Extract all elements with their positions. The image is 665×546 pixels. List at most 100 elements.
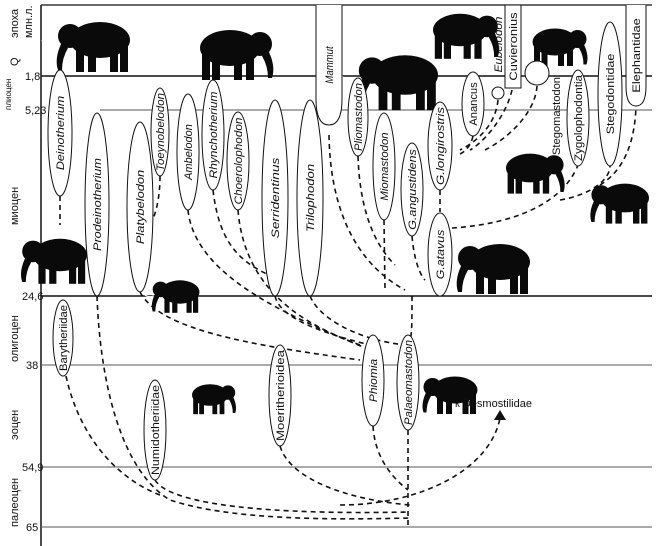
taxon-pliomastodon: Pliomastodon xyxy=(347,77,369,157)
taxon-oval xyxy=(427,212,453,297)
epoch-paleocene: палеоцен xyxy=(9,478,21,527)
taxon-oval xyxy=(126,121,154,293)
moeritherium-silhouette xyxy=(192,384,246,415)
taxon-stegomastodon: Stegomastodon xyxy=(551,77,563,155)
taxon-label: Ambelodon xyxy=(183,124,195,181)
taxon-anancus: Anancus xyxy=(461,71,485,137)
taxon-toeynobelodon: Toeynobelodon xyxy=(150,87,170,177)
taxon-numidotheriidae: Numidotheriidae xyxy=(143,379,167,481)
epoch-miocene: миоцен xyxy=(9,187,21,225)
lineage-link xyxy=(459,99,499,151)
taxon-rhynchotherium: Rhynchotherium xyxy=(201,79,225,191)
age-38: 38 xyxy=(26,360,38,372)
taxon-ambelodon: Ambelodon xyxy=(176,93,200,211)
taxon-label: G.atavus xyxy=(435,229,447,279)
age-65: 65 xyxy=(26,522,38,534)
taxon-deinotherium: Deinotherium xyxy=(47,69,73,197)
age-24-6: 24,6 xyxy=(22,291,43,303)
taxon-label: Cuvieronius xyxy=(508,12,520,81)
taxon-oval xyxy=(296,99,324,297)
taxon-oval xyxy=(347,77,369,157)
lineage-link xyxy=(96,295,411,520)
taxon-oval xyxy=(176,93,200,211)
stegomastodon-marker xyxy=(524,60,550,86)
taxon-palaeomastodon: Palaeomastodon xyxy=(396,334,420,431)
platybelodon-silhouette xyxy=(200,30,289,80)
taxon-label: Platybelodon xyxy=(135,170,147,244)
taxon-label: Numidotheriidae xyxy=(150,385,162,475)
taxon-box xyxy=(625,5,647,107)
elephas-silhouette xyxy=(578,183,649,224)
lineage-link xyxy=(357,155,396,266)
taxon-oval xyxy=(400,142,424,237)
taxon-label: Barytheriidae xyxy=(58,305,70,371)
platybelodon-small-silhouette xyxy=(141,280,200,313)
age-54-9: 54,9 xyxy=(22,462,43,474)
taxon-prodeinotherium: Prodeinotherium xyxy=(84,112,110,297)
taxon-oval xyxy=(566,69,590,167)
lineage-link xyxy=(559,165,611,201)
taxon-elephantidae: Elephantidae xyxy=(625,5,647,107)
desmostilidae-annotation: к Desmostilidae xyxy=(455,398,532,410)
taxon-label: Prodeinotherium xyxy=(92,158,104,251)
taxon-oval xyxy=(597,21,623,167)
taxon-oval xyxy=(201,79,225,191)
taxon-label: Rhynchotherium xyxy=(208,92,220,179)
taxon-eubelodon: Eubelodon xyxy=(493,17,505,73)
taxon-platybelodon: Platybelodon xyxy=(126,121,154,293)
lineage-link xyxy=(279,445,411,506)
taxon-phiomia: Phiomia xyxy=(361,334,385,427)
deinotherium-standing-silhouette xyxy=(7,238,87,284)
taxon-label: Deinotherium xyxy=(55,96,67,170)
epoch-pliocene: плиоцен xyxy=(4,79,13,110)
lineage-link xyxy=(154,479,409,514)
age-1-8: 1,8 xyxy=(25,71,40,83)
taxon-oval xyxy=(150,87,170,177)
taxon-g-atavus: G.atavus xyxy=(427,212,453,297)
taxon-label: Toeynobelodon xyxy=(155,93,167,171)
taxon-trilophodon: Trilophodon xyxy=(296,99,324,297)
gomphotherium-silhouette xyxy=(506,153,577,194)
arrowhead-icon xyxy=(494,410,506,420)
taxon-oval xyxy=(427,101,453,191)
lineage-link xyxy=(309,295,406,346)
taxon-oval xyxy=(226,111,250,211)
taxon-label: G.angustidens xyxy=(407,149,419,230)
taxon-miomastodon: Miomastodon xyxy=(372,112,396,221)
taxon-moeritherioidea: Moeritherioidea xyxy=(268,344,292,447)
taxon-label: Palaeomastodon xyxy=(403,340,415,425)
taxon-label: Stegomastodon xyxy=(551,77,563,155)
taxon-oval xyxy=(268,344,292,447)
taxon-box xyxy=(504,4,522,89)
taxon-g-angustidens: G.angustidens xyxy=(400,142,424,237)
taxon-oval xyxy=(84,112,110,297)
taxon-label: Elephantidae xyxy=(631,18,643,92)
taxon-stegodontidae: Stegodontidae xyxy=(597,21,623,167)
taxon-oval xyxy=(461,71,485,137)
taxon-choerolophodon: Choerolophodon xyxy=(226,111,250,211)
deinotherium-silhouette xyxy=(41,22,130,72)
lineage-link xyxy=(237,209,361,346)
lineage-link xyxy=(451,164,579,229)
taxon-label: Serridentinus xyxy=(270,157,282,238)
taxon-label: Phiomia xyxy=(368,359,380,402)
taxon-oval xyxy=(261,99,289,297)
desmostilidae-link xyxy=(339,417,501,506)
taxon-barytheriidae: Barytheriidae xyxy=(52,299,74,377)
lineage-link xyxy=(455,135,474,156)
epoch-quaternary: Q xyxy=(9,57,21,66)
taxon-oval xyxy=(361,334,385,427)
lineage-link xyxy=(411,235,426,281)
taxon-serridentinus: Serridentinus xyxy=(261,99,289,297)
taxon-label: G.longirostris xyxy=(435,106,447,185)
lineage-link xyxy=(328,134,406,291)
taxon-g-longirostris: G.longirostris xyxy=(427,101,453,191)
palaeomastodon-silhouette xyxy=(411,376,478,414)
taxon-oval xyxy=(47,69,73,197)
taxon-oval xyxy=(143,379,167,481)
lineage-link xyxy=(372,425,409,491)
cuvieronius-silhouette xyxy=(532,28,599,66)
